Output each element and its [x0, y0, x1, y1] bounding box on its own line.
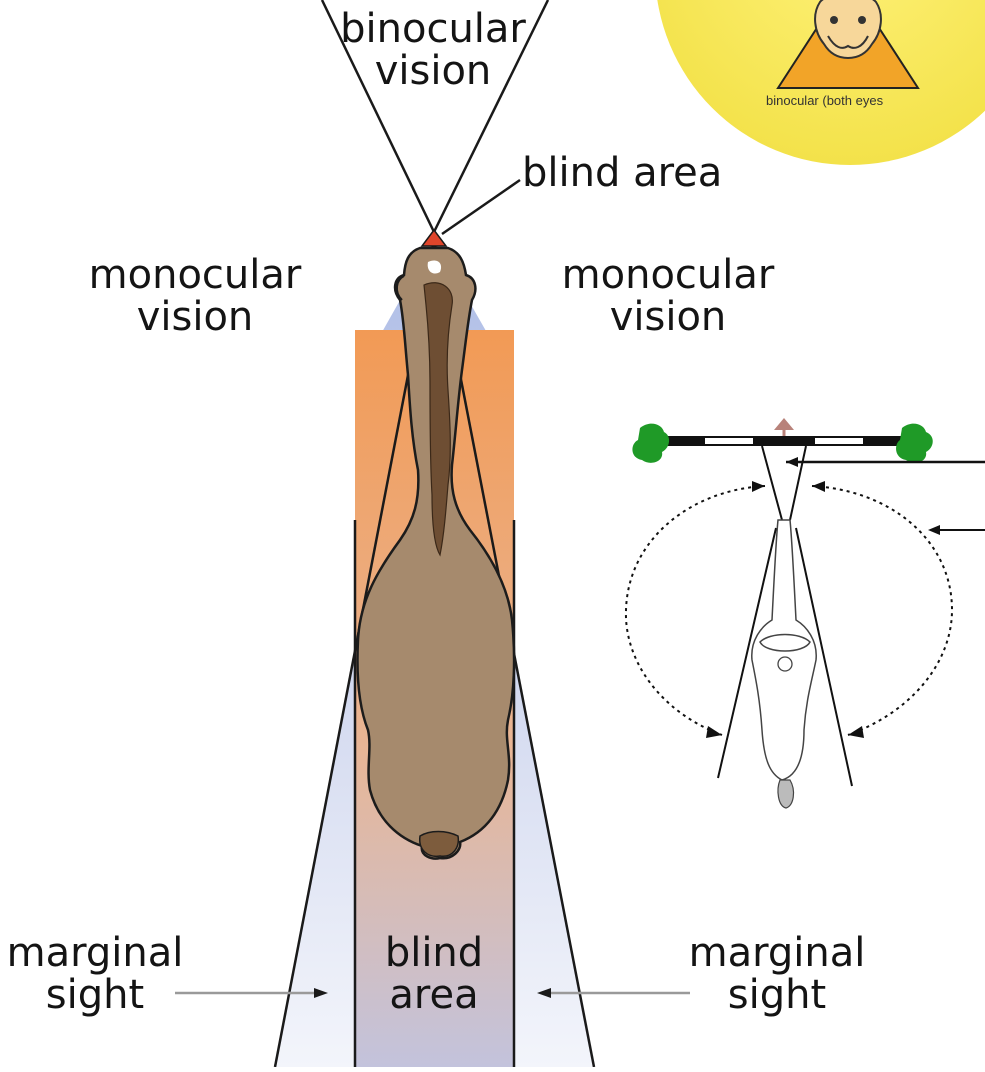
blind-area-bottom-line2: area — [358, 974, 510, 1016]
marginal-right-line1: marginal — [682, 932, 872, 974]
marginal-right-line2: sight — [682, 974, 872, 1016]
marginal-left-line1: marginal — [0, 932, 190, 974]
binocular-inset — [655, 0, 985, 165]
binocular-label-line1: binocular — [338, 8, 528, 50]
marginal-sight-left-label: marginal sight — [0, 932, 190, 1016]
monocular-left-line2: vision — [80, 296, 310, 338]
small-horse-sketch-icon — [752, 520, 816, 780]
monocular-left-label: monocular vision — [80, 254, 310, 338]
binocular-vision-label: binocular vision — [338, 8, 528, 92]
monocular-right-label: monocular vision — [553, 254, 783, 338]
monocular-right-line2: vision — [553, 296, 783, 338]
right-shrub-icon — [896, 424, 933, 463]
monocular-right-line1: monocular — [553, 254, 783, 296]
binocular-label-line2: vision — [338, 50, 528, 92]
jump-sketch — [626, 418, 985, 808]
blind-area-bottom-line1: blind — [358, 932, 510, 974]
blind-area-top-label: blind area — [522, 152, 722, 194]
inset-binocular-caption: binocular (both eyes — [766, 94, 883, 108]
blind-area-leader — [442, 180, 520, 234]
left-shrub-icon — [632, 424, 669, 463]
marginal-left-line2: sight — [0, 974, 190, 1016]
marginal-sight-right-label: marginal sight — [682, 932, 872, 1016]
blind-area-bottom-label: blind area — [358, 932, 510, 1016]
monocular-left-line1: monocular — [80, 254, 310, 296]
